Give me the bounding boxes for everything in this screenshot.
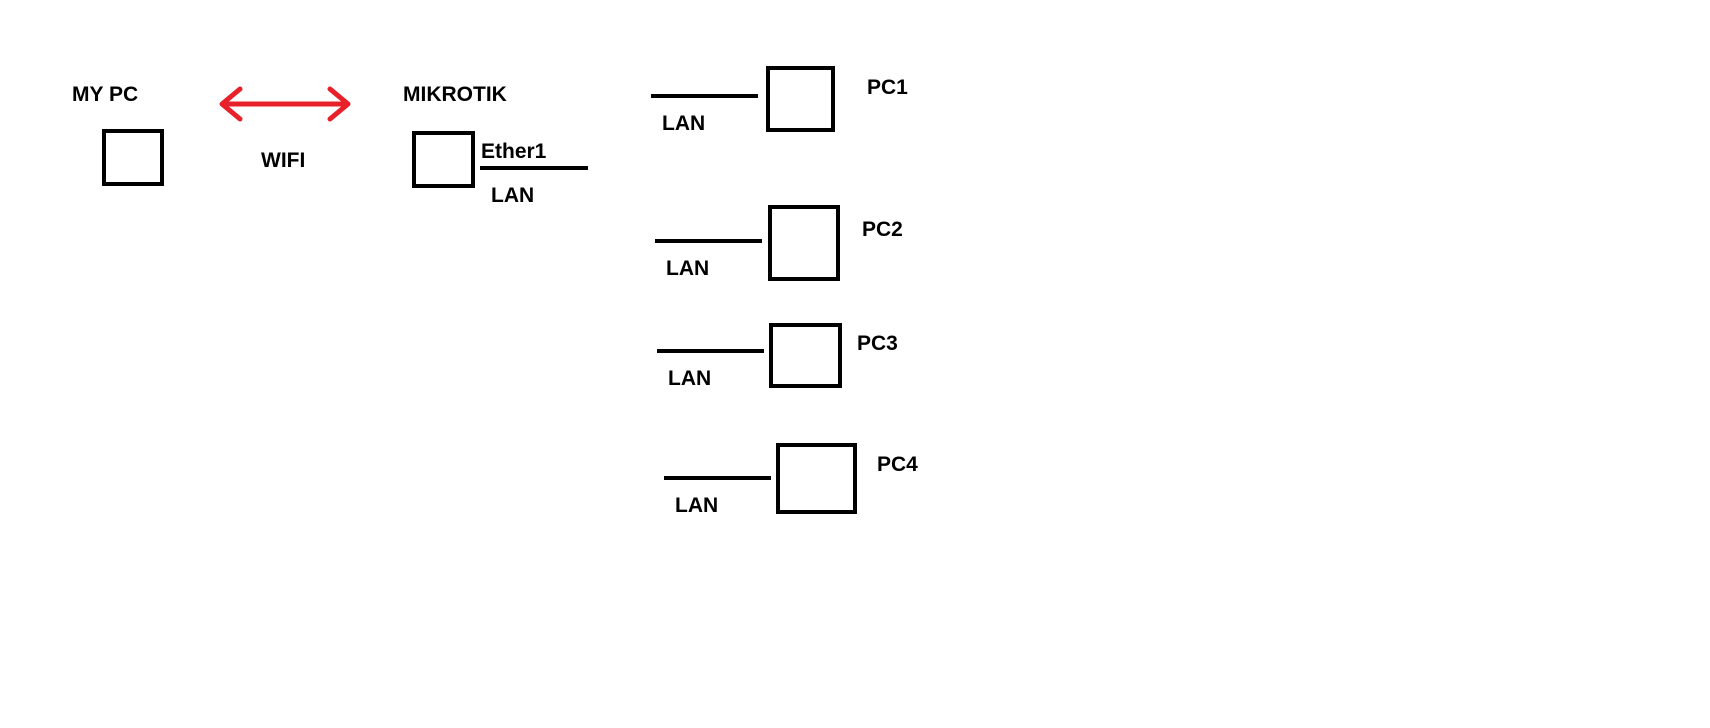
pc1-label: PC1 [867, 76, 908, 99]
mikrotik-label: MIKROTIK [403, 83, 507, 106]
my-pc-box [102, 129, 164, 186]
pc3-lan-label: LAN [668, 367, 711, 390]
ether1-label: Ether1 [481, 140, 547, 163]
my-pc-label: MY PC [72, 83, 138, 106]
pc4-box [776, 443, 857, 514]
pc4-lan-label: LAN [675, 494, 718, 517]
mikrotik-box [412, 131, 475, 188]
wifi-label: WIFI [261, 149, 305, 172]
pc2-label: PC2 [862, 218, 903, 241]
pc1-box [766, 66, 835, 132]
pc3-box [769, 323, 842, 388]
mikrotik-lan-label: LAN [491, 184, 534, 207]
pc4-label: PC4 [877, 453, 918, 476]
pc1-lan-label: LAN [662, 112, 705, 135]
pc2-lan-label: LAN [666, 257, 709, 280]
wifi-arrow [219, 86, 351, 122]
pc2-box [768, 205, 840, 281]
pc3-label: PC3 [857, 332, 898, 355]
